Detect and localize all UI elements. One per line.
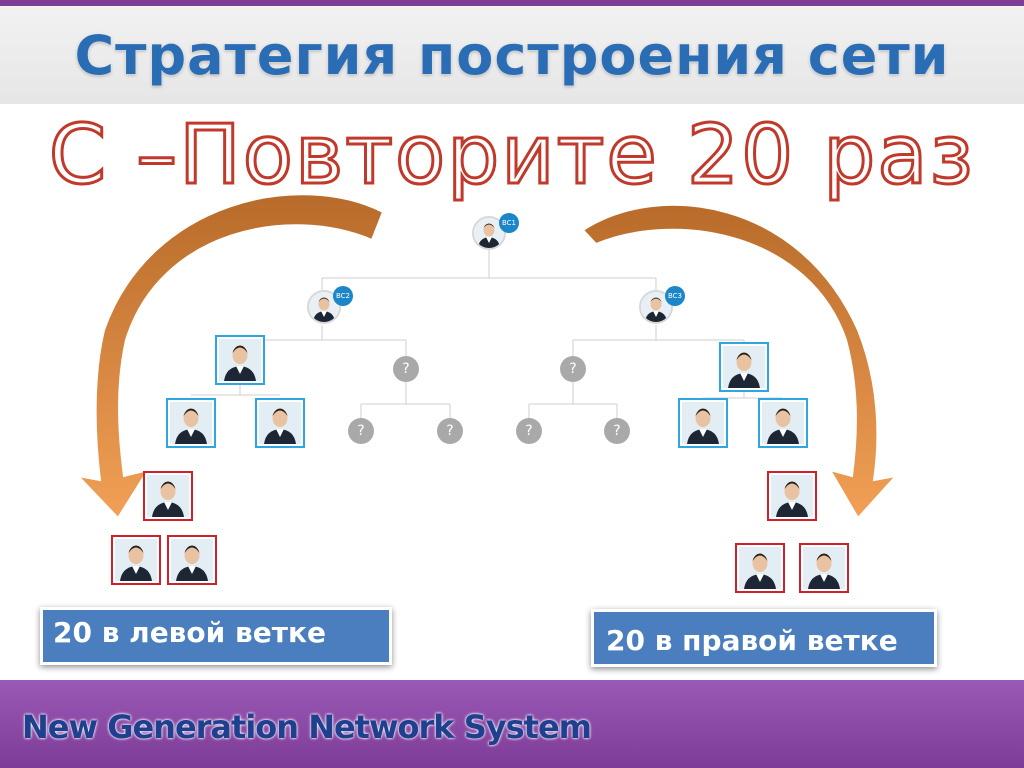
empty-slot: ?: [604, 418, 630, 444]
person-icon: [771, 475, 813, 517]
left-repeat-member: [167, 535, 217, 585]
left-child-badge: BC2: [333, 286, 353, 306]
person-icon: [723, 346, 765, 388]
person-icon: [170, 402, 212, 444]
empty-slot: ?: [560, 356, 586, 382]
empty-slot: ?: [393, 356, 419, 382]
empty-slot: ?: [516, 418, 542, 444]
person-icon: [147, 475, 189, 517]
person-icon: [219, 339, 261, 381]
left-repeat-member: [111, 535, 161, 585]
left-branch-member: [166, 398, 216, 448]
top-accent-bar: [0, 0, 1024, 6]
person-icon: [803, 547, 845, 589]
person-icon: [115, 539, 157, 581]
right-branch-member: [758, 398, 808, 448]
root-badge: BC1: [499, 213, 519, 233]
left-branch-label: 20 в левой ветке: [40, 607, 392, 665]
person-icon: [171, 539, 213, 581]
slide-subtitle: С –Повторите 20 раз: [47, 107, 976, 205]
right-repeat-member: [767, 471, 817, 521]
left-branch-member: [255, 398, 305, 448]
right-repeat-member: [735, 543, 785, 593]
right-branch-member: [719, 342, 769, 392]
right-branch-member: [678, 398, 728, 448]
header-band: [0, 6, 1024, 104]
left-repeat-member: [143, 471, 193, 521]
person-icon: [259, 402, 301, 444]
footer-band: [0, 680, 1024, 768]
right-child-badge: BC3: [665, 286, 685, 306]
empty-slot: ?: [437, 418, 463, 444]
person-icon: [762, 402, 804, 444]
person-icon: [682, 402, 724, 444]
right-branch-label: 20 в правой ветке: [591, 609, 937, 667]
empty-slot: ?: [348, 418, 374, 444]
footer-brand: New Generation Network System: [22, 708, 592, 746]
right-repeat-member: [799, 543, 849, 593]
left-branch-member: [215, 335, 265, 385]
slide-title: Стратегия построения сети: [74, 24, 950, 87]
person-icon: [739, 547, 781, 589]
